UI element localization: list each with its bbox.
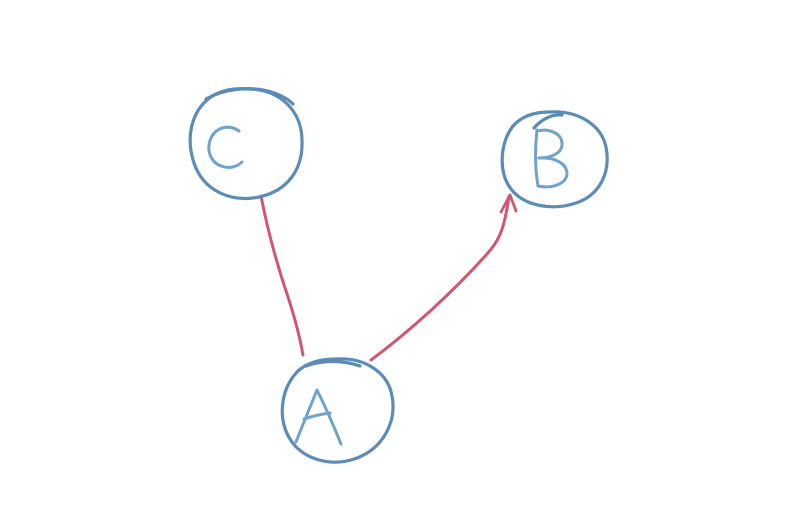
edge-a-b-arrowhead-icon	[499, 193, 518, 214]
node-c-label-glyph	[207, 125, 244, 169]
node-a-hitarea[interactable]	[280, 355, 396, 465]
node-a[interactable]: A	[280, 355, 396, 465]
node-c[interactable]: C	[188, 85, 304, 201]
node-b-outline	[500, 110, 609, 209]
node-b-label-stem	[534, 128, 540, 188]
node-c-overshoot	[204, 87, 295, 106]
node-c-hitarea[interactable]	[188, 85, 304, 201]
edge-c-a-stroke	[259, 194, 305, 357]
node-a-outline	[280, 357, 395, 464]
node-b-overshoot	[532, 113, 564, 130]
node-a-label-left-leg	[294, 388, 319, 444]
node-a-label-right-leg	[315, 388, 343, 446]
node-b-label-bowl-upper	[535, 128, 564, 160]
edge-a-b-stroke	[369, 194, 511, 362]
node-b[interactable]: B	[500, 109, 610, 209]
edge-a-b-hitarea[interactable]	[371, 196, 509, 360]
node-b-label-glyph	[534, 128, 569, 189]
edge-c-a[interactable]	[259, 194, 305, 357]
edge-a-b[interactable]	[369, 193, 518, 362]
node-a-label-glyph	[294, 388, 343, 446]
node-a-label-crossbar	[302, 411, 332, 421]
node-a-overshoot	[304, 359, 362, 368]
node-b-hitarea[interactable]	[500, 109, 610, 209]
node-b-label-bowl-lower	[536, 156, 569, 189]
edge-c-a-hitarea[interactable]	[261, 196, 303, 355]
edge-layer	[259, 193, 518, 362]
